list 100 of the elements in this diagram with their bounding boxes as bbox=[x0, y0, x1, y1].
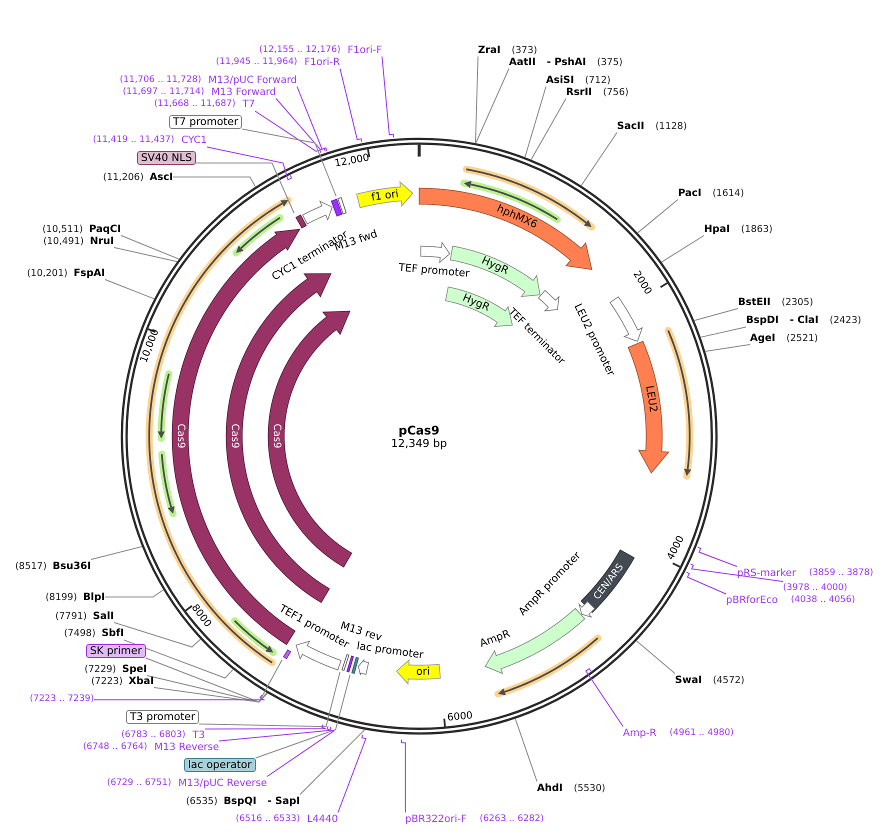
primer-position: (11,697 .. 11,714) bbox=[122, 86, 204, 98]
leader-line bbox=[300, 729, 366, 795]
enzyme-name: HpaI bbox=[704, 222, 730, 236]
enzyme-name: NruI bbox=[90, 234, 114, 248]
enzyme-name: SpeI bbox=[122, 662, 147, 676]
enzyme-name: AsiSI bbox=[546, 74, 574, 86]
enzyme-name: SbfI bbox=[102, 627, 124, 640]
enzyme-name: AhdI bbox=[537, 782, 563, 794]
primer-name: T3 bbox=[192, 729, 205, 742]
leader-line bbox=[661, 235, 704, 263]
site-position: (8199) bbox=[45, 590, 78, 604]
leader-line bbox=[704, 344, 750, 352]
tick-label: 6000 bbox=[446, 710, 474, 724]
enzyme-name: Bsu36I bbox=[52, 560, 91, 572]
enzyme-name: PaqCI bbox=[88, 222, 121, 236]
site-position: (756) bbox=[603, 86, 629, 98]
enzyme-name: - SapI bbox=[268, 794, 300, 808]
enzyme-name: PacI bbox=[678, 186, 702, 200]
site-position: (1863) bbox=[741, 222, 773, 236]
leader-line bbox=[242, 128, 336, 196]
feature-label: AmpR bbox=[478, 628, 512, 650]
leader-line bbox=[114, 622, 201, 648]
site-position: (8517) bbox=[15, 560, 47, 572]
plasmid-size: 12,349 bp bbox=[391, 438, 447, 450]
site-position: (1614) bbox=[712, 186, 744, 200]
enzyme-name: BspQI bbox=[224, 794, 257, 808]
leader-line bbox=[204, 724, 326, 730]
feature-label: HygR bbox=[460, 292, 491, 314]
feature-label: LEU2 bbox=[644, 385, 659, 414]
enzyme-name: - PshAI bbox=[546, 56, 586, 68]
leader-line bbox=[382, 56, 394, 138]
leader-line bbox=[266, 726, 335, 777]
leader-line bbox=[206, 146, 292, 181]
feature-label: ori bbox=[416, 666, 430, 678]
leader-line bbox=[475, 68, 510, 144]
primer-name: pBR322ori-F bbox=[405, 812, 467, 826]
leader-line bbox=[530, 98, 566, 160]
primer-name: T7 bbox=[242, 98, 255, 111]
primer-name: M13 Forward bbox=[211, 86, 276, 98]
enzyme-name: BlpI bbox=[83, 590, 105, 604]
feature-label: Cas9 bbox=[229, 424, 240, 449]
site-position: (7229) bbox=[84, 662, 116, 676]
feature-label: f1 ori bbox=[371, 188, 400, 203]
leader-line bbox=[524, 86, 546, 158]
site-position: (10,511) bbox=[42, 222, 83, 236]
feature-label: Cas9 bbox=[271, 424, 282, 449]
site-position: (10,491) bbox=[43, 234, 84, 248]
tick-label: 4000 bbox=[665, 534, 687, 562]
enzyme-name: AgeI bbox=[750, 332, 776, 344]
leader-line bbox=[154, 687, 268, 703]
leader-line bbox=[580, 132, 618, 186]
leader-line bbox=[195, 162, 294, 214]
leader-line bbox=[637, 199, 678, 234]
site-position: (5530) bbox=[574, 782, 606, 794]
primer-name: pRS-marker bbox=[737, 566, 796, 580]
enzyme-name: BstEII bbox=[738, 296, 771, 308]
leader-line bbox=[296, 86, 328, 152]
feature-label: lac promoter bbox=[356, 641, 424, 661]
site-position: (4572) bbox=[712, 674, 745, 686]
leader-line bbox=[694, 308, 738, 321]
primer-position: (11,945 .. 11,964) bbox=[216, 56, 298, 68]
site-position: (2521) bbox=[786, 332, 818, 344]
leader-line bbox=[697, 546, 738, 567]
feature-tag: SK primer bbox=[86, 644, 146, 658]
leader-line bbox=[198, 672, 340, 728]
site-position: (10,201) bbox=[26, 266, 68, 280]
primer-position: (6748 .. 6764) bbox=[82, 741, 148, 754]
feature-label: TEF promoter bbox=[398, 262, 470, 280]
leader-line bbox=[104, 589, 164, 598]
primer-position: (12,155 .. 12,176) bbox=[259, 44, 341, 56]
enzyme-name: BspDI bbox=[746, 314, 779, 327]
leader-line bbox=[585, 668, 624, 727]
leader-line bbox=[475, 56, 478, 144]
leader-line bbox=[400, 739, 406, 813]
primer-position: (6263 .. 6282) bbox=[480, 812, 544, 826]
primer-name: L4440 bbox=[306, 812, 338, 826]
site-position: (7791) bbox=[55, 610, 87, 622]
site-position: (11,206) bbox=[103, 170, 144, 184]
site-position: (2305) bbox=[782, 296, 814, 308]
leader-line bbox=[340, 68, 362, 142]
leader-line bbox=[218, 726, 332, 742]
primer-position: (4038 .. 4056) bbox=[790, 594, 856, 607]
primer-name: pBRforEco bbox=[726, 594, 778, 607]
leader-line bbox=[172, 176, 256, 188]
primer-position: (6516 .. 6533) bbox=[236, 812, 300, 826]
leader-line bbox=[94, 694, 266, 700]
tick-label: 12,000 bbox=[334, 152, 370, 170]
site-position: (373) bbox=[512, 44, 538, 56]
enzyme-name: SacII bbox=[617, 120, 644, 132]
leader-line bbox=[700, 326, 746, 338]
leader-line bbox=[690, 564, 784, 582]
enzyme-name: SwaI bbox=[675, 674, 702, 686]
primer-position: (3859 .. 3878) bbox=[808, 566, 874, 580]
leader-line bbox=[636, 640, 676, 674]
leader-line bbox=[146, 675, 268, 703]
primer-name: CYC1 bbox=[181, 134, 207, 147]
primer-position: (11,419 .. 11,437) bbox=[92, 134, 174, 147]
plasmid-name: pCas9 bbox=[398, 424, 440, 438]
primer-position: (6729 .. 6751) bbox=[106, 776, 172, 790]
site-position: (7498) bbox=[64, 627, 96, 640]
